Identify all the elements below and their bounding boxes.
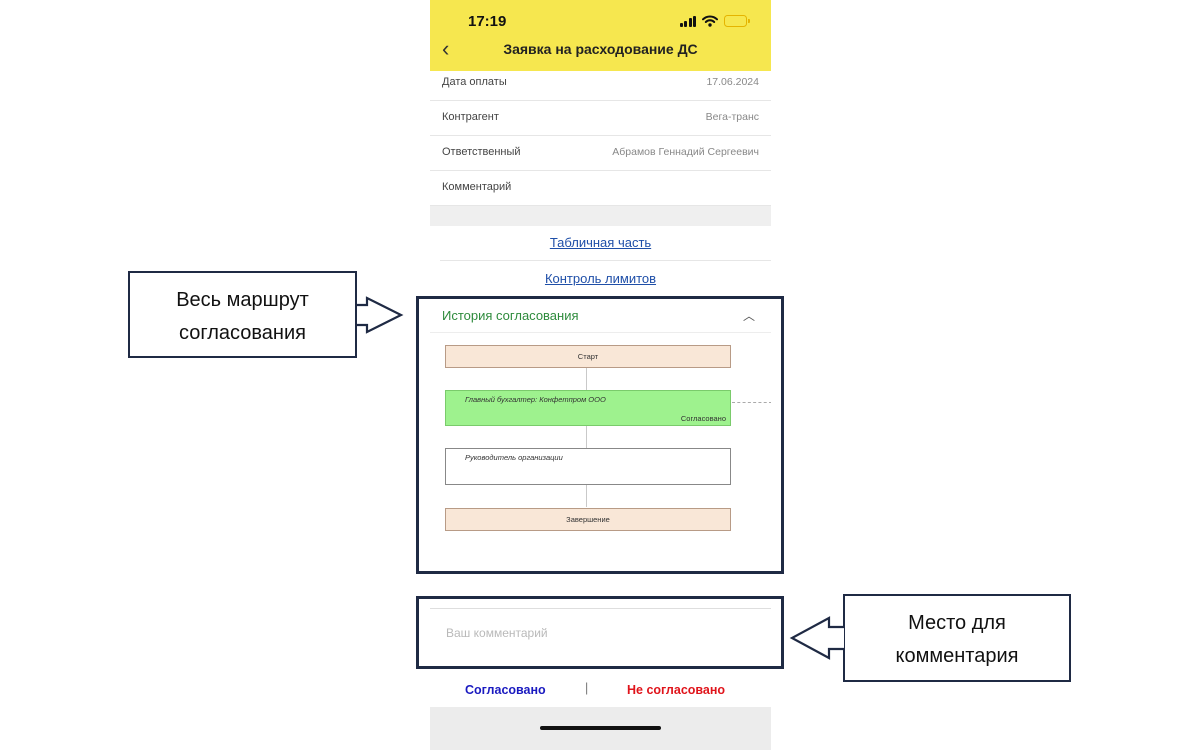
- back-button[interactable]: ‹: [442, 36, 450, 61]
- step-title: Руководитель организации: [465, 453, 563, 462]
- history-highlight-frame: [416, 296, 784, 574]
- approval-history-header[interactable]: История согласования ︿: [430, 298, 771, 333]
- field-row-comment[interactable]: Комментарий: [430, 171, 771, 206]
- field-row-responsible[interactable]: Ответственный Абрамов Геннадий Сергеевич: [430, 136, 771, 171]
- route-step-chief-accountant: Главный бухгалтер: Конфетпром ООО Соглас…: [445, 390, 731, 426]
- flow-connector: [586, 367, 587, 507]
- reject-button[interactable]: Не согласовано: [627, 683, 726, 697]
- chevron-up-icon[interactable]: ︿: [742, 309, 755, 323]
- field-value: Вега-транс: [705, 111, 759, 123]
- page-title: Заявка на расходование ДС: [503, 41, 698, 57]
- step-title: Главный бухгалтер: Конфетпром ООО: [465, 395, 606, 404]
- route-step-director: Руководитель организации: [445, 448, 731, 485]
- field-label: Дата оплаты: [442, 76, 507, 88]
- comment-callout: Место для комментария: [843, 594, 1071, 682]
- status-time: 17:19: [468, 13, 507, 30]
- home-indicator[interactable]: [540, 726, 661, 730]
- route-callout: Весь маршрут согласования: [128, 271, 357, 358]
- divider: [440, 260, 771, 261]
- comment-highlight-frame: [416, 596, 784, 669]
- comment-divider: [430, 608, 771, 609]
- field-label: Контрагент: [442, 111, 499, 123]
- step-status: Согласовано: [680, 414, 726, 423]
- limits-control-row: Контроль лимитов: [430, 262, 771, 297]
- table-part-row: Табличная часть: [430, 226, 771, 261]
- bottom-safe-area: [430, 707, 771, 750]
- approve-button[interactable]: Согласовано: [465, 683, 546, 697]
- approval-history-title: История согласования: [442, 308, 579, 323]
- field-value: 17.06.2024: [706, 76, 759, 88]
- app-header: 17:19 ‹ Заявка на расходование ДС: [430, 0, 771, 71]
- action-separator: |: [585, 681, 589, 695]
- route-step-start: Старт: [445, 345, 731, 368]
- field-label: Комментарий: [442, 181, 512, 193]
- table-part-link[interactable]: Табличная часть: [549, 235, 652, 250]
- limits-control-link[interactable]: Контроль лимитов: [544, 271, 657, 286]
- action-bar: Согласовано | Не согласовано: [430, 680, 771, 702]
- wifi-icon: [702, 15, 718, 27]
- cellular-signal-icon: [679, 15, 696, 27]
- field-label: Ответственный: [442, 146, 521, 158]
- field-row-payment-date: Дата оплаты 17.06.2024: [430, 71, 771, 101]
- approval-route-diagram: Старт Главный бухгалтер: Конфетпром ООО …: [430, 333, 771, 563]
- arrow-right-icon: [357, 296, 404, 334]
- phone-screen: 17:19 ‹ Заявка на расходование ДС Дата о…: [430, 0, 771, 750]
- comment-input[interactable]: [438, 610, 763, 656]
- arrow-left-icon: [789, 616, 844, 660]
- dashed-connector: [732, 402, 771, 403]
- battery-icon: [724, 15, 750, 27]
- field-value: Абрамов Геннадий Сергеевич: [612, 146, 759, 158]
- route-step-end: Завершение: [445, 508, 731, 531]
- section-spacer: [430, 206, 771, 226]
- field-row-counterparty[interactable]: Контрагент Вега-транс: [430, 101, 771, 136]
- status-icons: [679, 14, 750, 28]
